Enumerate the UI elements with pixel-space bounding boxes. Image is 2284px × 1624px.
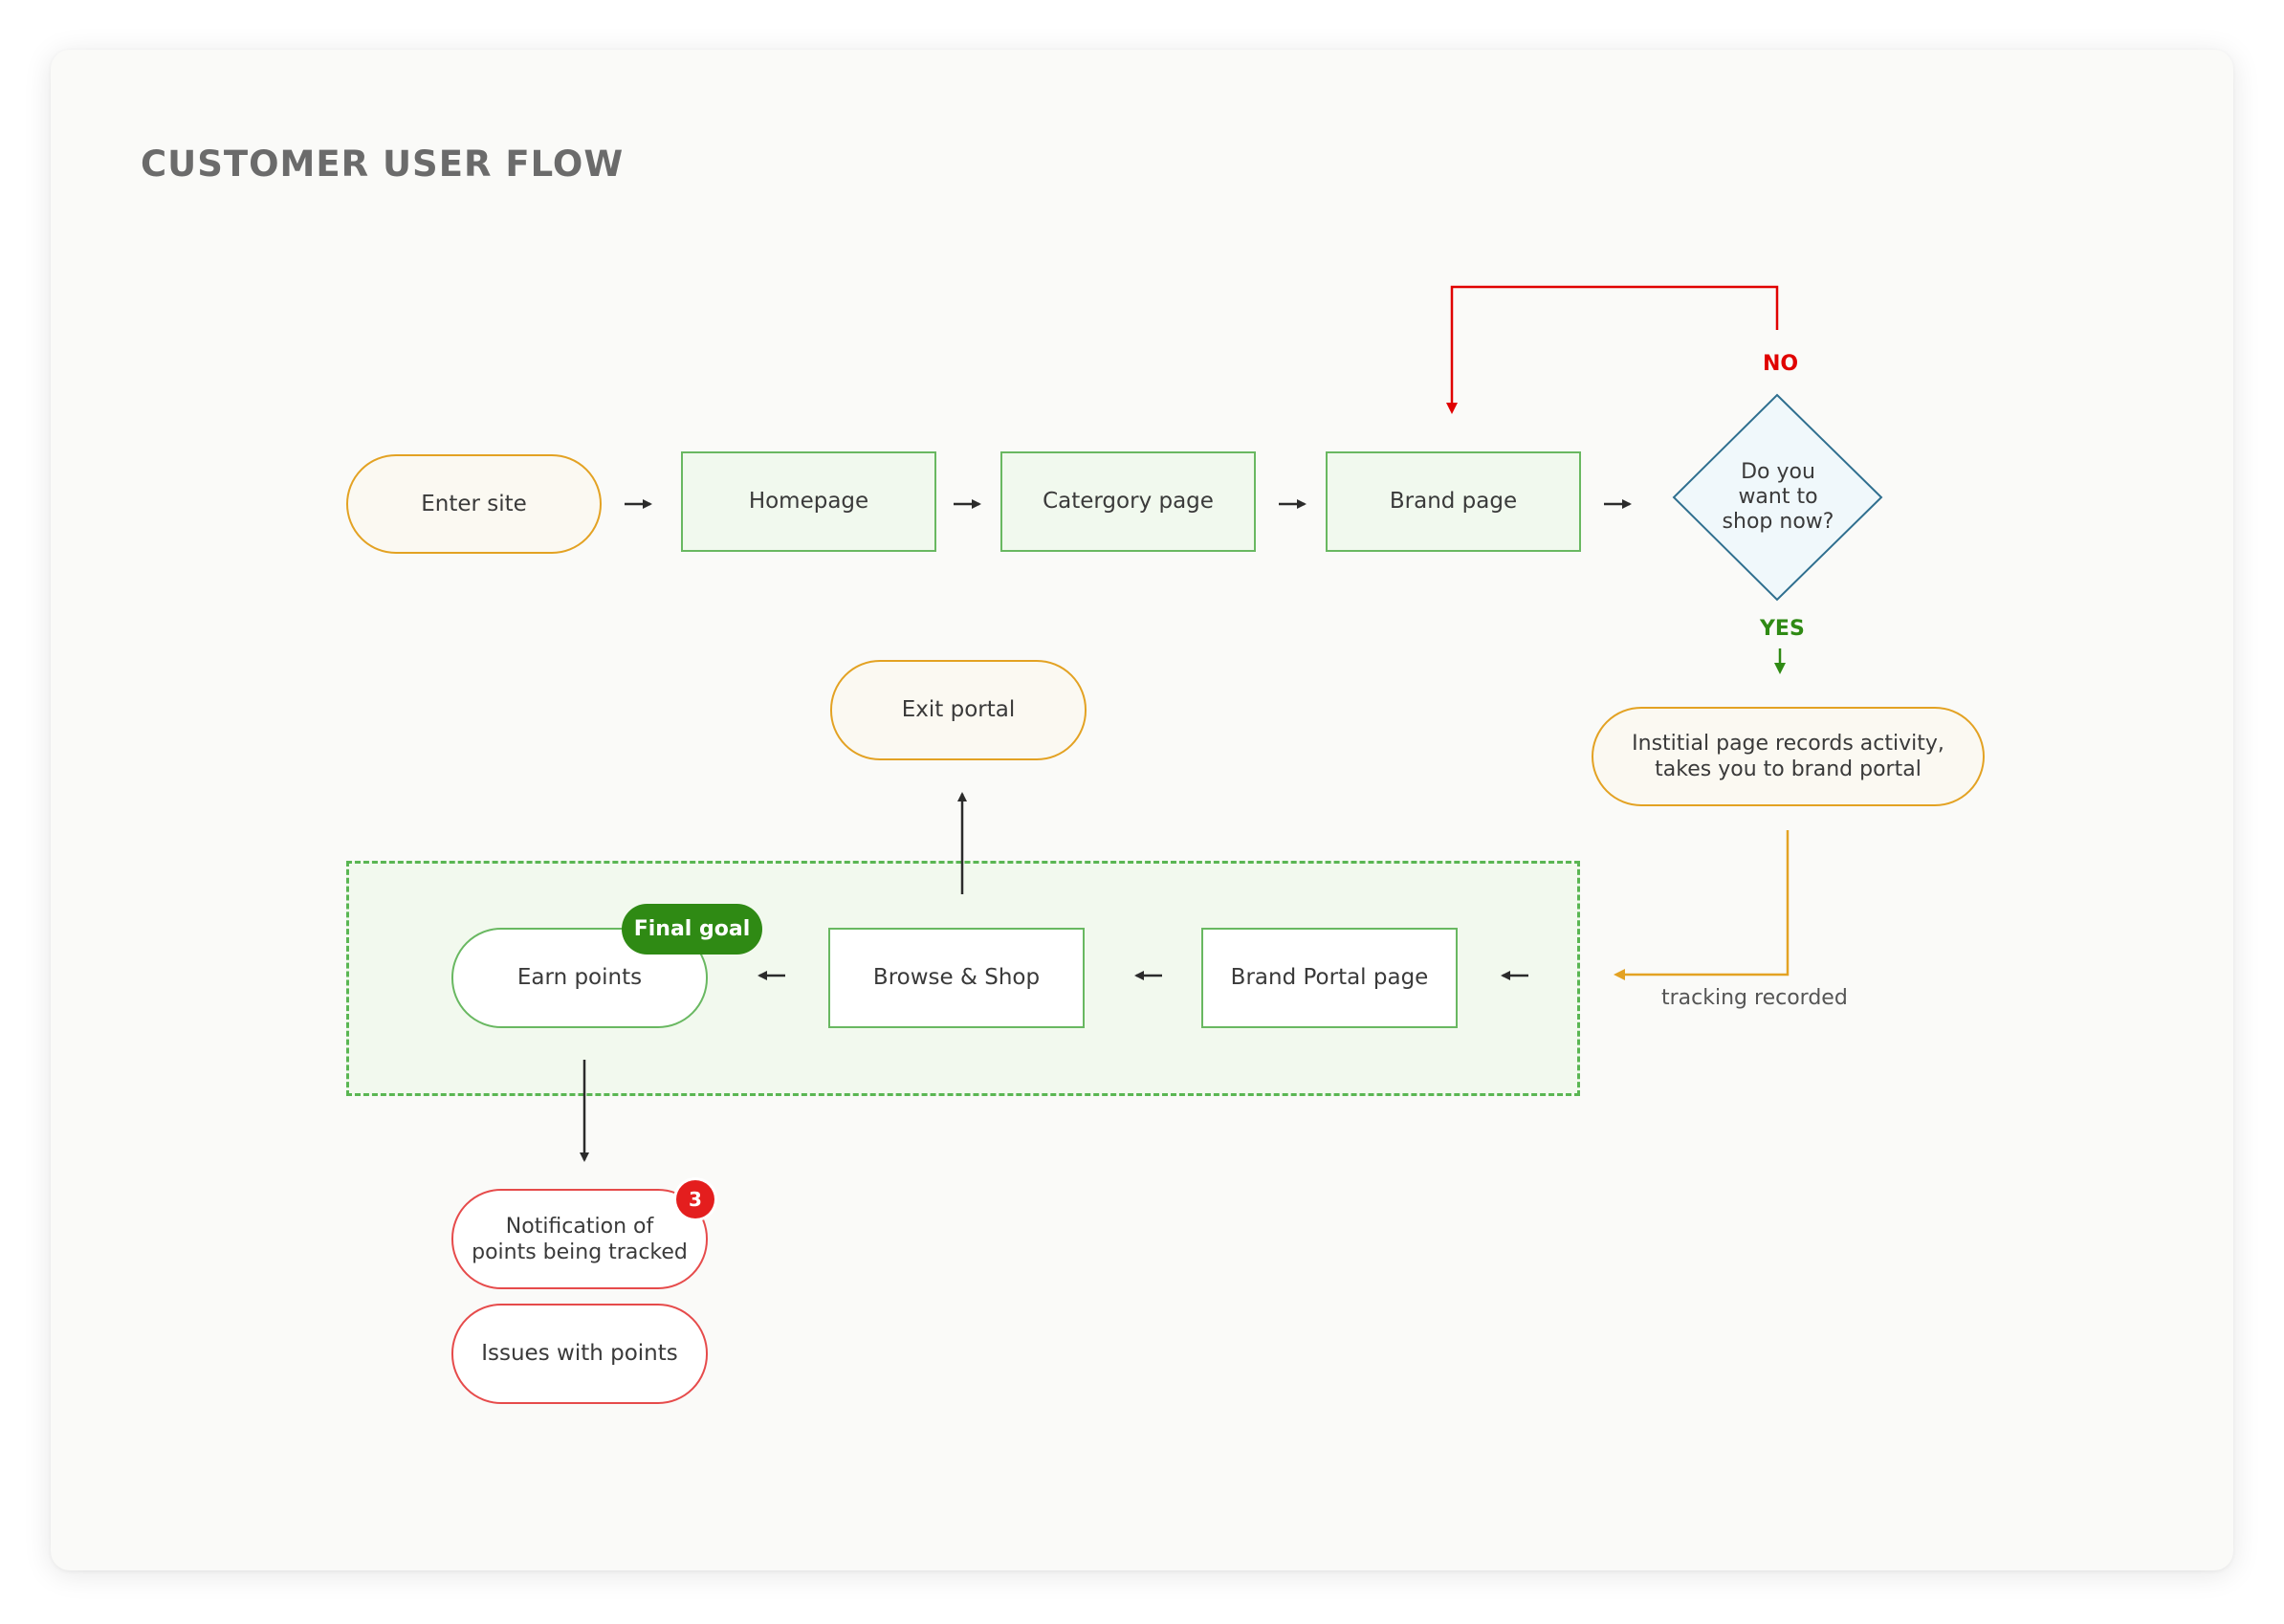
exit-portal-node: Exit portal [830,660,1087,760]
notification-node: Notification of points being tracked [451,1189,708,1289]
brand-portal-page-node: Brand Portal page [1201,928,1458,1028]
browse-shop-node: Browse & Shop [828,928,1085,1028]
diagram-card [51,50,2233,1570]
decision-diamond [1672,393,1883,602]
yes-label: YES [1760,617,1805,641]
issues-node: Issues with points [451,1304,708,1404]
no-label: NO [1763,352,1799,376]
brand-page-node: Brand page [1326,451,1581,552]
arrow-tracking [1614,830,1790,980]
arrow-no-loop [1446,285,1779,414]
category-page-node: Catergory page [1000,451,1256,552]
final-goal-badge: Final goal [622,904,762,955]
page-title: CUSTOMER USER FLOW [141,143,625,185]
notification-count-badge: 3 [676,1180,714,1218]
enter-site-node: Enter site [346,454,602,554]
tracking-label: tracking recorded [1661,986,1848,1010]
decision-text: Do you want to shop now? [1722,460,1834,534]
homepage-node: Homepage [681,451,936,552]
interstitial-node: Institial page records activity, takes y… [1592,707,1985,806]
